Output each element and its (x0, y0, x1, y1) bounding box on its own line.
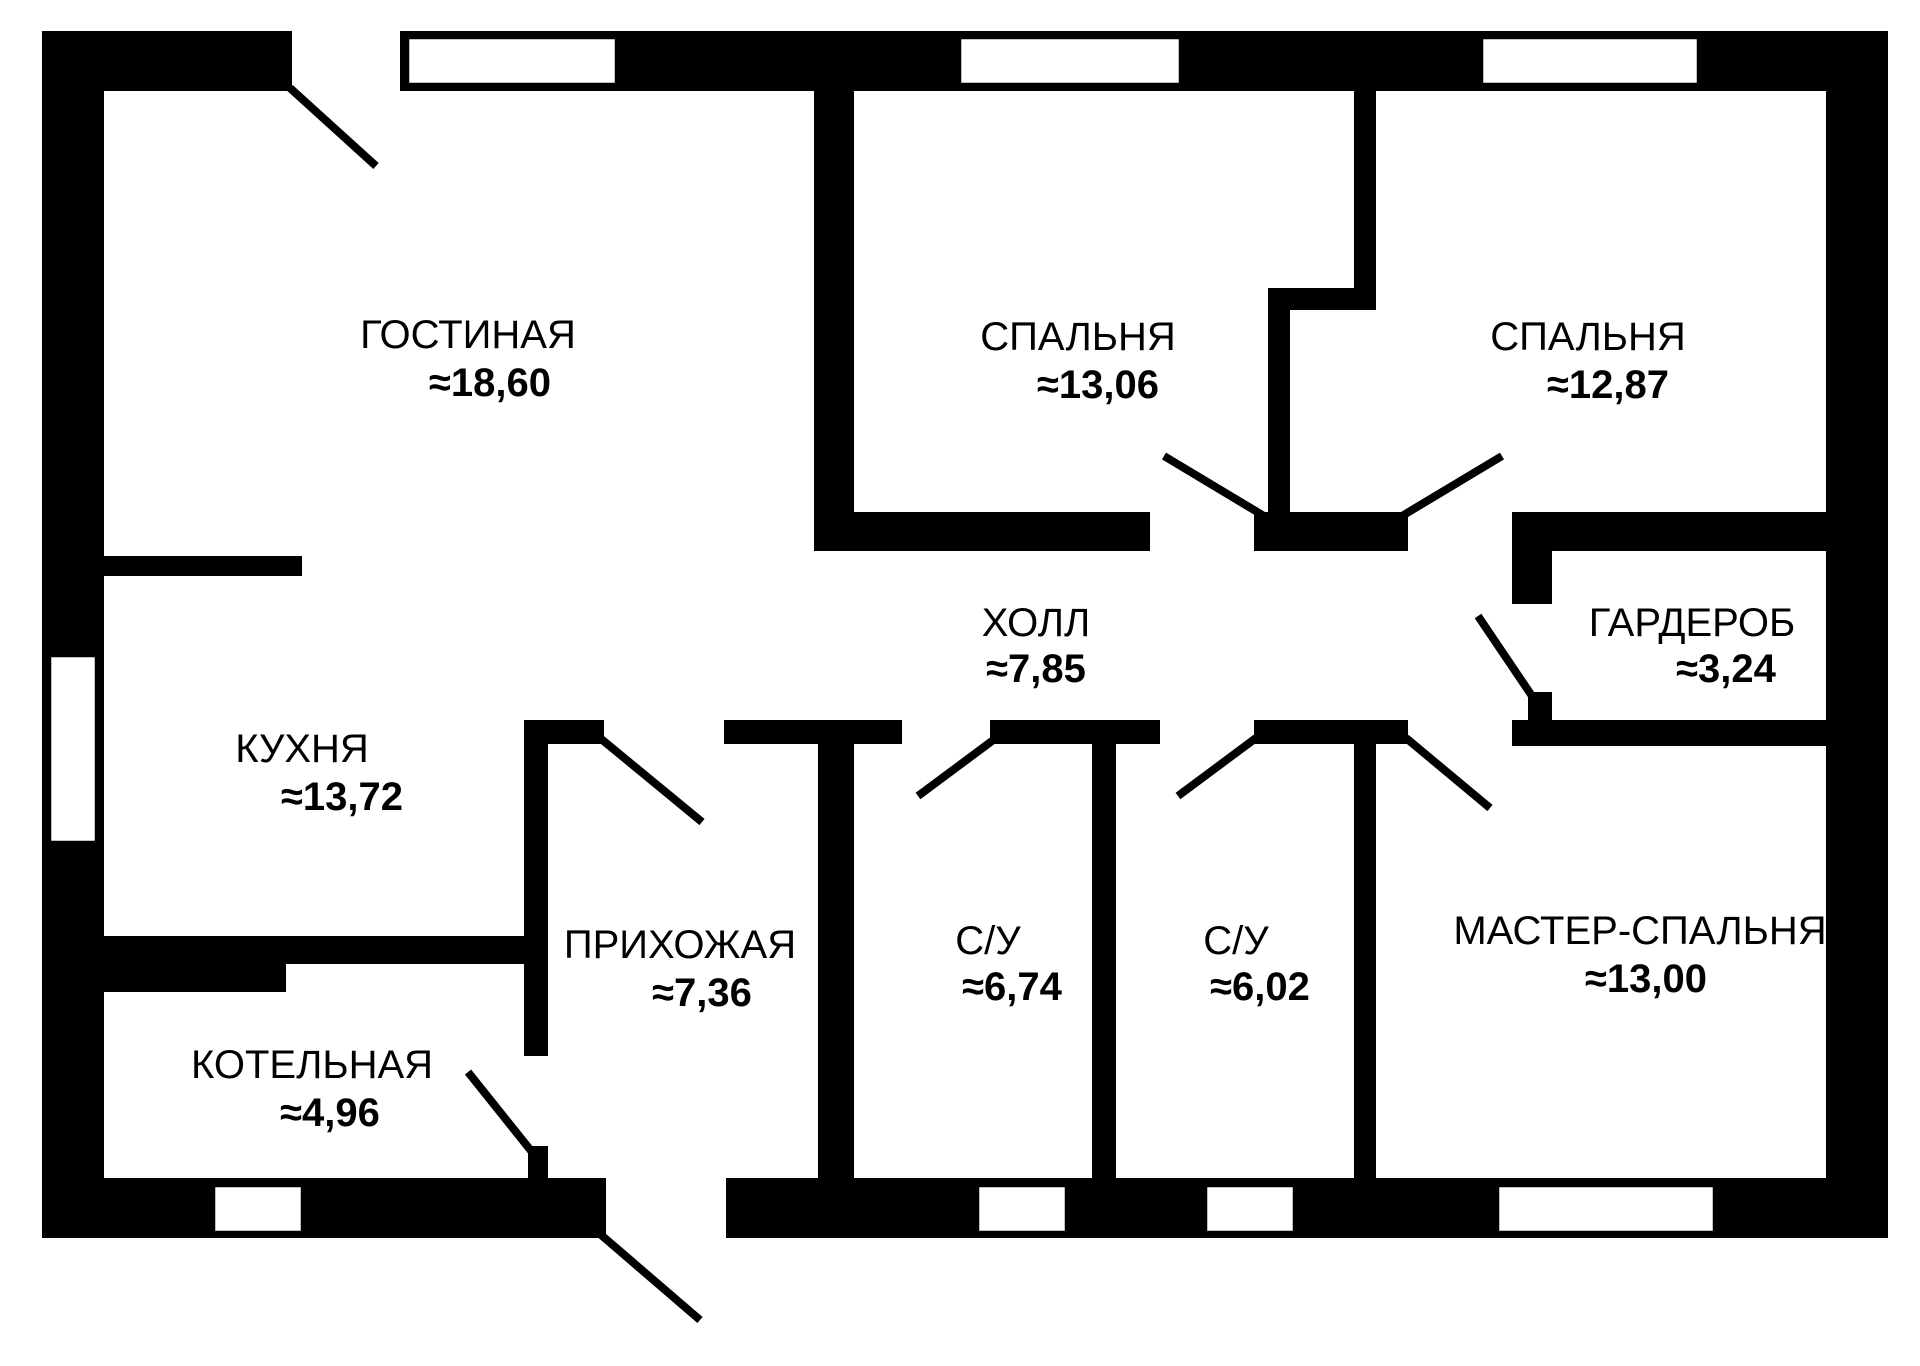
room-area-bedroom2: ≈12,87 (1547, 363, 1669, 407)
wall-bedroom-partition-upper (1354, 85, 1376, 307)
room-area-wardrobe: ≈3,24 (1676, 647, 1777, 691)
wall-wardrobe-top-stub (1512, 512, 1552, 604)
wall-bottom-left (42, 1178, 606, 1238)
window-left (48, 654, 98, 844)
door-swing-bedroom2 (1399, 452, 1505, 520)
room-area-master: ≈13,00 (1585, 957, 1707, 1001)
window-bottom-2 (976, 1184, 1068, 1234)
room-area-entrance: ≈7,36 (652, 971, 752, 1015)
wall-bedroom1-bottom (814, 512, 1150, 551)
room-name-bathroom2: С/У (1203, 919, 1269, 963)
wall-kitchen-boiler-thick (100, 936, 286, 992)
room-area-bathroom2: ≈6,02 (1210, 965, 1310, 1009)
wall-right (1826, 31, 1888, 1238)
window-top-1 (406, 36, 618, 86)
window-bottom-1 (212, 1184, 304, 1234)
window-top-3 (1480, 36, 1700, 86)
doors (287, 85, 1536, 1324)
room-name-hall: ХОЛЛ (982, 601, 1091, 645)
room-area-bedroom1: ≈13,06 (1037, 363, 1159, 407)
wall-bath1-left (818, 720, 854, 1182)
room-name-bedroom2: СПАЛЬНЯ (1490, 315, 1685, 359)
room-area-living: ≈18,60 (429, 361, 551, 405)
door-swing-exterior (597, 1230, 703, 1324)
room-name-wardrobe: ГАРДЕРОБ (1589, 601, 1796, 645)
room-name-bedroom1: СПАЛЬНЯ (980, 315, 1175, 359)
wall-wardrobe-bottom (1512, 720, 1832, 746)
wall-bath2-right (1354, 720, 1376, 1182)
wall-bath1-top-right (990, 720, 1160, 744)
door-swing-wardrobe (1474, 613, 1536, 699)
room-area-hall: ≈7,85 (986, 647, 1086, 691)
room-name-boiler: КОТЕЛЬНАЯ (191, 1043, 433, 1087)
door-swing-bedroom1 (1161, 452, 1267, 520)
wall-boiler-door-stub (528, 1146, 548, 1186)
interior-walls (100, 85, 1832, 1186)
door-swing-boiler (464, 1069, 536, 1155)
door-swing-entrance (597, 734, 705, 826)
wall-hall-bath1-top (724, 720, 902, 744)
door-swing-bath1 (915, 734, 999, 800)
room-area-kitchen: ≈13,72 (281, 775, 403, 819)
room-labels: ГОСТИНАЯ ≈18,60 СПАЛЬНЯ ≈13,06 СПАЛЬНЯ ≈… (191, 313, 1827, 1135)
wall-bedroom-partition-step (1268, 288, 1376, 310)
wall-bath-divider (1092, 720, 1116, 1182)
room-name-kitchen: КУХНЯ (235, 727, 369, 771)
wall-bath2-top (1254, 720, 1408, 744)
room-area-boiler: ≈4,96 (280, 1091, 380, 1135)
window-top-2 (958, 36, 1182, 86)
room-name-living: ГОСТИНАЯ (360, 313, 576, 357)
wall-entrance-top (524, 720, 604, 744)
room-name-entrance: ПРИХОЖАЯ (564, 923, 796, 967)
wall-living-kitchen (100, 556, 302, 576)
wall-bedroom1-left (814, 85, 854, 551)
window-bottom-3 (1204, 1184, 1296, 1234)
wall-wardrobe-top (1512, 512, 1832, 551)
wall-wardrobe-bottom-stub (1528, 692, 1552, 746)
door-swing-front (287, 85, 379, 169)
room-name-master: МАСТЕР-СПАЛЬНЯ (1453, 909, 1826, 953)
door-swing-master (1403, 734, 1493, 812)
room-name-bathroom1: С/У (955, 919, 1021, 963)
door-swing-bath2 (1175, 734, 1259, 800)
wall-left (42, 31, 104, 1238)
window-bottom-4 (1496, 1184, 1716, 1234)
wall-bedroom-doors-block (1254, 512, 1408, 551)
windows (48, 36, 1716, 1234)
wall-entrance-left (524, 720, 548, 1056)
wall-bedroom-partition-lower (1268, 288, 1290, 550)
room-area-bathroom1: ≈6,74 (962, 965, 1063, 1009)
